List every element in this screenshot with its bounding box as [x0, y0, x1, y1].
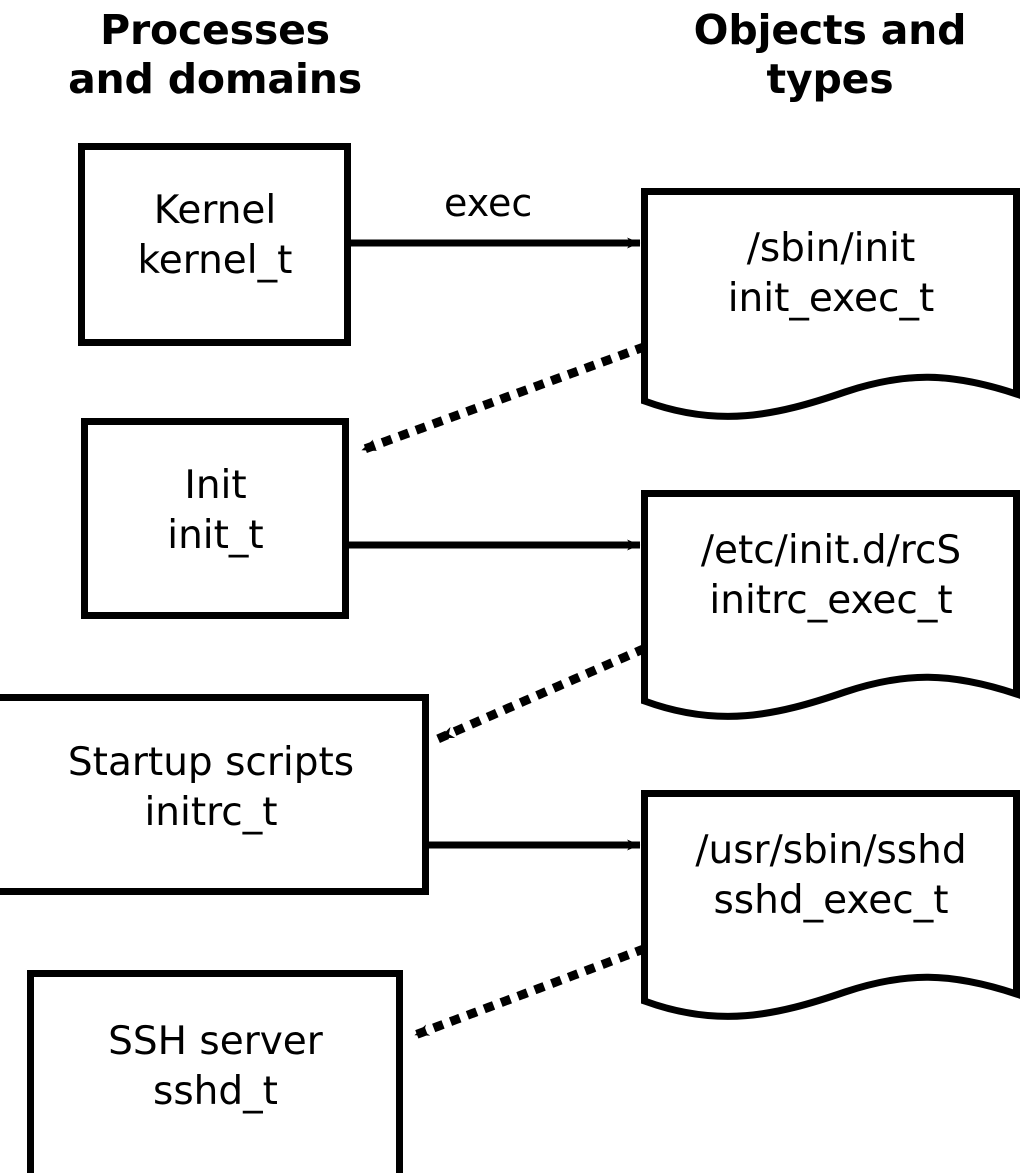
- object-doc-sshd-exec[interactable]: [641, 790, 1020, 1020]
- object-doc-initrc-exec[interactable]: [641, 490, 1020, 720]
- object-doc-init-exec[interactable]: [641, 188, 1020, 420]
- column-header-processes-and-domains: Processes and domains: [68, 6, 362, 103]
- edge-sshd-exec-to-sshd[interactable]: [409, 944, 647, 1041]
- column-header-objects-and-types: Objects and types: [693, 6, 967, 103]
- edge-init-exec-to-init[interactable]: [356, 342, 647, 456]
- edge-initrc-exec-to-initrc[interactable]: [434, 644, 647, 744]
- process-box-kernel[interactable]: [78, 143, 351, 346]
- process-box-init[interactable]: [81, 418, 349, 619]
- process-box-sshd[interactable]: [27, 970, 403, 1173]
- process-box-initrc[interactable]: [0, 694, 429, 895]
